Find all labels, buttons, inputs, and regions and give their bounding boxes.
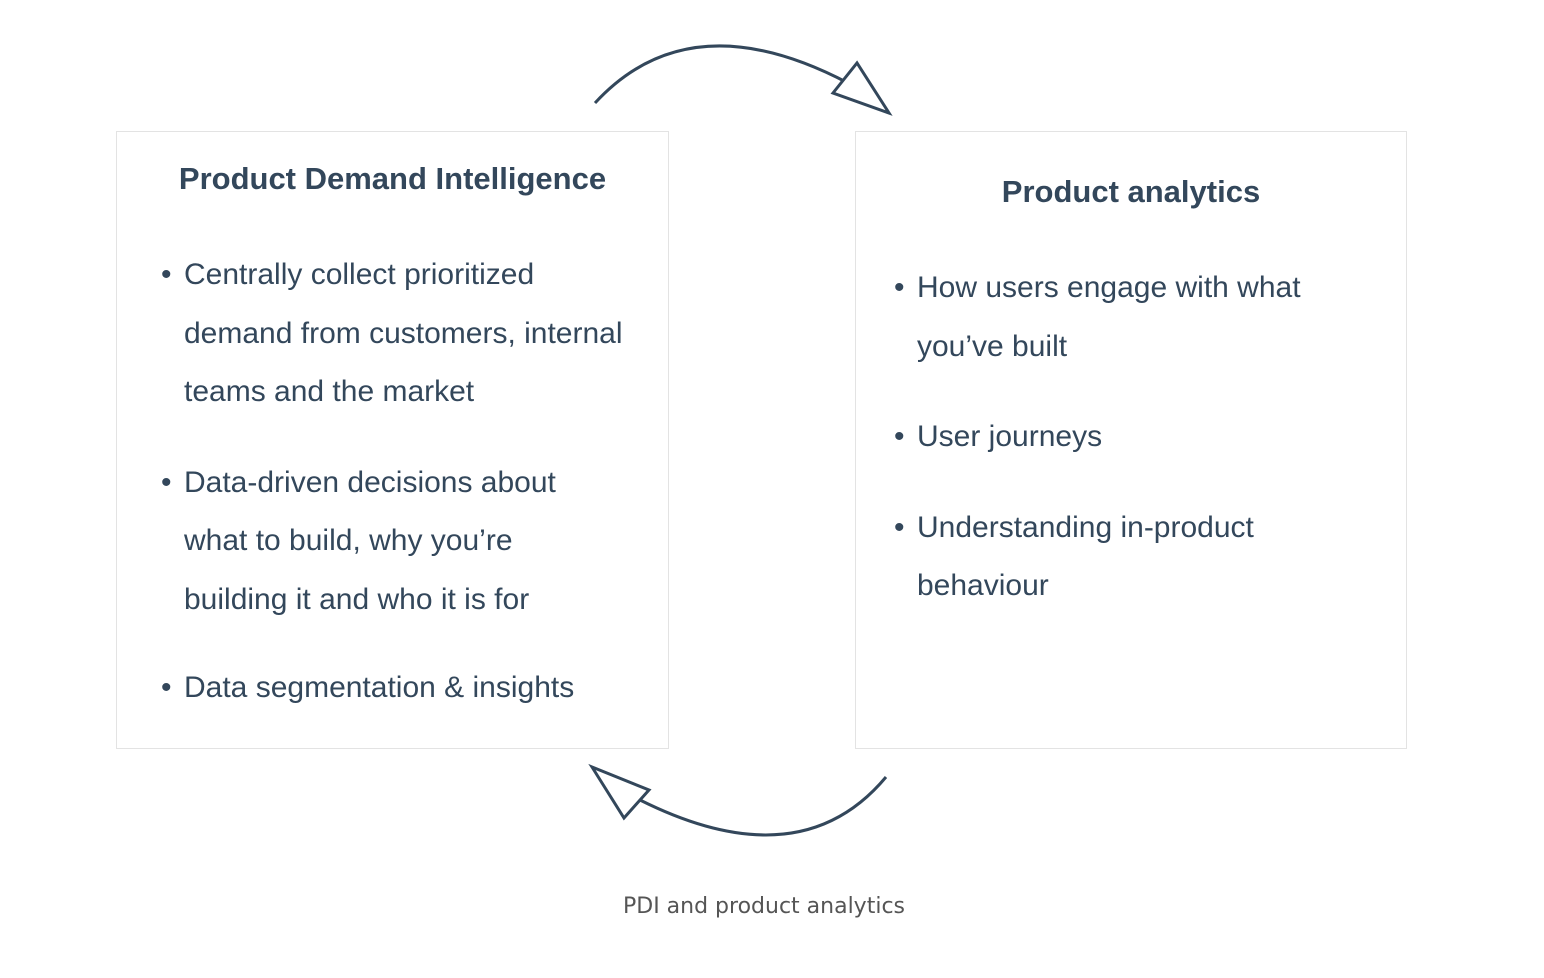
list-item: Understanding in-product behaviour (894, 499, 1317, 616)
pdi-list: Centrally collect prioritized demand fro… (161, 246, 654, 750)
arrow-top-icon (593, 44, 893, 116)
pdi-box: Product Demand Intelligence Centrally co… (116, 131, 669, 749)
list-item: How users engage with what you’ve built (894, 259, 1367, 376)
product-analytics-list: How users engage with what you’ve built … (894, 259, 1367, 648)
arrow-bottom-icon (588, 763, 888, 837)
list-item: Data segmentation & insights (161, 659, 654, 718)
figure-caption: PDI and product analytics (622, 894, 905, 919)
product-analytics-title: Product analytics (1001, 174, 1261, 209)
pdi-title: Product Demand Intelligence (178, 161, 607, 196)
list-item: Data-driven decisions about what to buil… (161, 454, 604, 630)
list-item: User journeys (894, 408, 1367, 467)
product-analytics-box: Product analytics How users engage with … (855, 131, 1407, 749)
list-item: Centrally collect prioritized demand fro… (161, 246, 624, 422)
